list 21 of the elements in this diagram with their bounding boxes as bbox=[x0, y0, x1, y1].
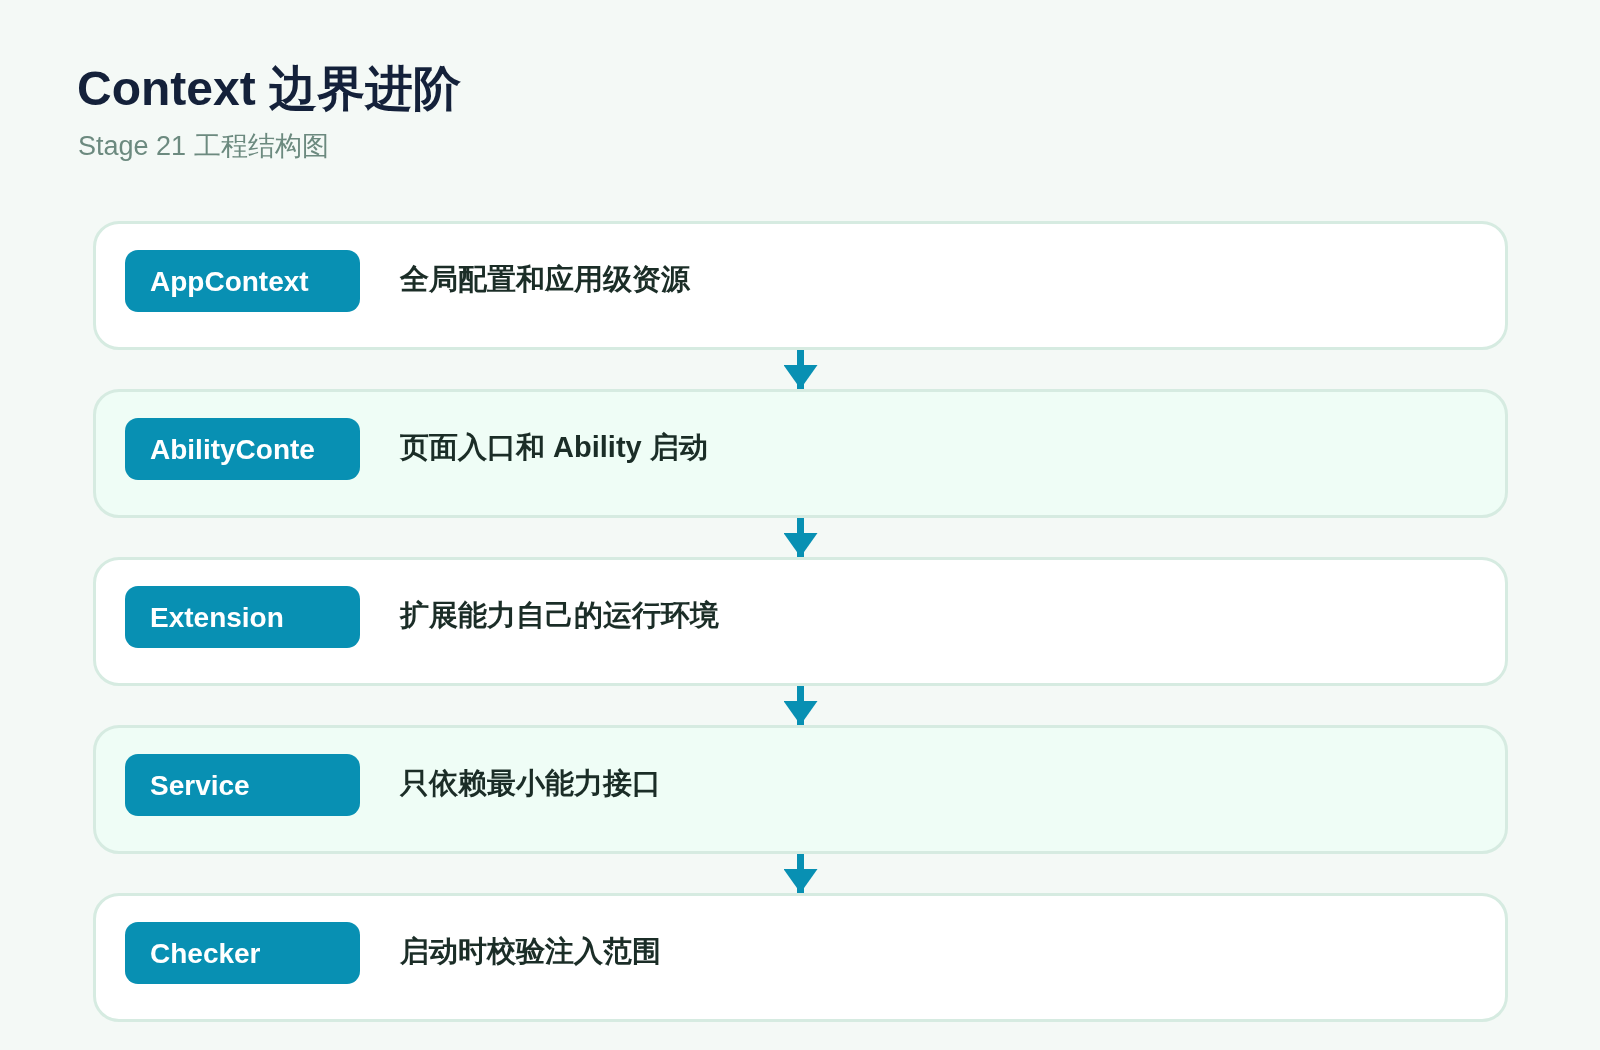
context-type-badge: Checker bbox=[125, 922, 360, 984]
row-card bbox=[93, 557, 1508, 686]
arrow bbox=[783, 518, 818, 557]
context-type-badge: AppContext bbox=[125, 250, 360, 312]
description-text: 全局配置和应用级资源 bbox=[400, 262, 690, 297]
row-card bbox=[93, 893, 1508, 1022]
description-text: 启动时校验注入范围 bbox=[400, 934, 661, 969]
description-text: 只依赖最小能力接口 bbox=[400, 766, 661, 801]
description-text: 页面入口和 Ability 启动 bbox=[400, 430, 708, 465]
arrow bbox=[783, 350, 818, 389]
context-type-badge: Extension bbox=[125, 586, 360, 648]
description-text: 扩展能力自己的运行环境 bbox=[400, 598, 719, 633]
row-card bbox=[93, 725, 1508, 854]
context-type-badge: AbilityConte bbox=[125, 418, 360, 480]
context-type-badge: Service bbox=[125, 754, 360, 816]
subtitle-text: Stage 21 工程结构图 bbox=[78, 130, 329, 163]
arrow bbox=[783, 686, 818, 725]
row-card bbox=[93, 221, 1508, 350]
diagram-title: Context 边界进阶 bbox=[77, 63, 461, 116]
row-card bbox=[93, 389, 1508, 518]
arrow bbox=[783, 854, 818, 893]
